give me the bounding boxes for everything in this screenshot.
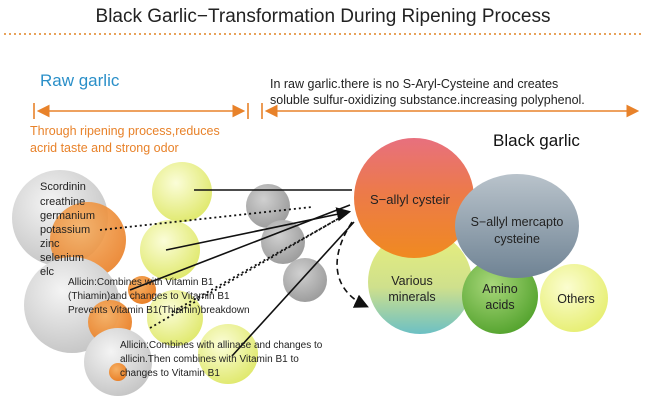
bubble-lime-top [152, 162, 212, 222]
allicin-note-2: Allicin:Combines with allinase and chang… [120, 340, 323, 379]
s-allyl-cysteine-label: S−allyl cysteir [370, 192, 450, 207]
bubble-dark-1 [246, 184, 290, 228]
various-minerals-label-line1: Various [391, 274, 432, 288]
s-allyl-mercapto-label-line1: S−allyl mercapto [471, 215, 564, 229]
connector-dotted-1 [99, 206, 313, 231]
allicin-note-1: Allicin:Combines with Vitamin B1 (Thiami… [68, 277, 250, 316]
allicin-note-1-line3: Prevents Vitamin B1(Thiamin)breakdown [68, 305, 250, 316]
minerals-list-item: potassium [40, 224, 90, 236]
bubble-others [540, 264, 608, 332]
raw-garlic-label: Raw garlic [40, 71, 120, 90]
minerals-list-item: creathine [40, 196, 85, 208]
top-note-line1: In raw garlic.there is no S-Aryl-Cystein… [270, 77, 558, 91]
bubble-dark-2 [261, 220, 305, 264]
connector-dotted-3 [149, 212, 349, 329]
bubble-orange-tiny [109, 363, 127, 381]
minerals-list-item: selenium [40, 252, 84, 264]
bubble-s-allyl-cysteine [354, 138, 474, 258]
ripening-note-line1: Through ripening process,reduces [30, 124, 220, 138]
others-label: Others [557, 292, 595, 306]
page-title: Black Garlic−Transformation During Ripen… [96, 6, 551, 27]
minerals-list-item: elc [40, 266, 55, 278]
bubble-s-allyl-mercapto-cysteine [455, 174, 579, 278]
black-garlic-label: Black garlic [493, 131, 580, 150]
bubble-dark-3 [283, 258, 327, 302]
allicin-note-1-line2: (Thiamin)and changes to Vitamin B1 [68, 291, 230, 302]
minerals-list-item: germanium [40, 210, 95, 222]
bubble-lime-low [147, 290, 203, 346]
ripening-note-line2: acrid taste and strong odor [30, 141, 179, 155]
bubble-lime-mid [140, 220, 200, 280]
connector-solid-4 [231, 221, 355, 357]
connector-dotted-2 [171, 214, 346, 313]
allicin-note-2-line1: Allicin:Combines with allinase and chang… [120, 340, 323, 351]
amino-acids-label-line2: acids [485, 298, 514, 312]
minerals-list-item: Scordinin [40, 181, 86, 193]
various-minerals-label-line2: minerals [388, 290, 435, 304]
bubble-lime-bottom [198, 324, 258, 384]
top-note-line2: soluble sulfur-oxidizing substance.incre… [270, 93, 585, 107]
bubble-gray-bottom [84, 328, 152, 396]
bubble-various-minerals [368, 230, 472, 334]
minerals-list-item: zinc [40, 238, 60, 250]
allicin-note-2-line2: allicin.Then combines with Vitamin B1 to [120, 354, 299, 365]
allicin-note-1-line1: Allicin:Combines with Vitamin B1 [68, 277, 214, 288]
connector-solid-3 [129, 204, 351, 291]
amino-acids-label-line1: Amino [482, 282, 517, 296]
s-allyl-mercapto-label-line2: cysteine [494, 232, 540, 246]
dashed-curve-arrow [336, 221, 369, 308]
allicin-note-2-line3: changes to Vitamin B1 [120, 368, 220, 379]
minerals-list: Scordinin creathine germanium potassium … [40, 181, 95, 278]
